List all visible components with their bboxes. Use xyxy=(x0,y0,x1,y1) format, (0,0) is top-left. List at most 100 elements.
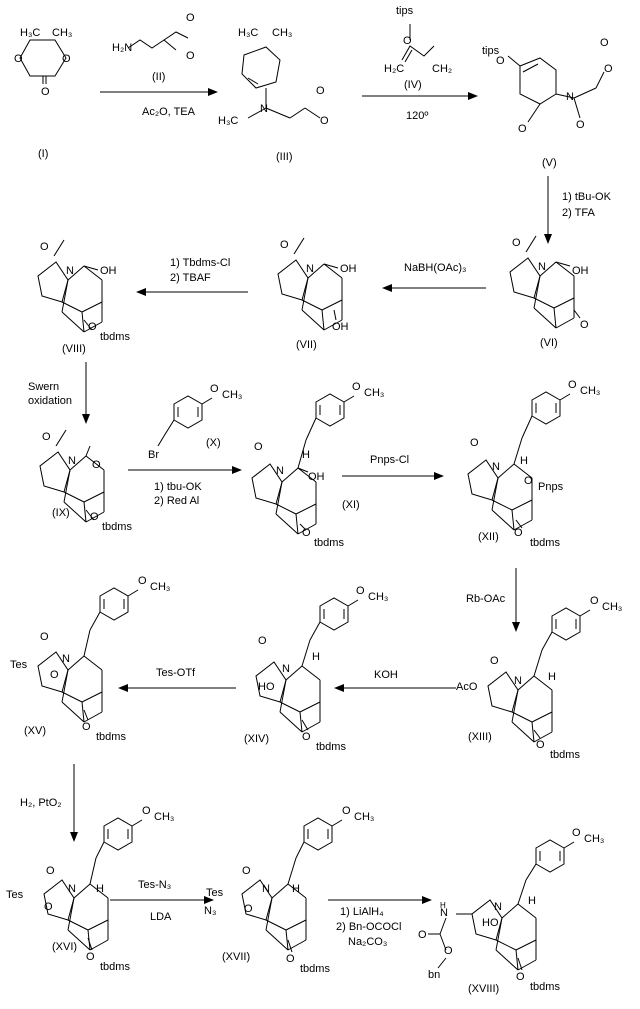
svg-text:tbdms: tbdms xyxy=(550,749,580,761)
reagent-step7-1: 1) tbu-OK xyxy=(154,481,202,493)
svg-text:O: O xyxy=(490,655,499,667)
svg-text:O: O xyxy=(356,585,365,597)
compound-VI: O N OH O (VI) xyxy=(509,235,589,349)
svg-text:Pnps: Pnps xyxy=(538,481,564,493)
svg-text:H: H xyxy=(96,883,104,895)
svg-text:Tes: Tes xyxy=(10,659,28,671)
svg-text:tbdms: tbdms xyxy=(100,961,130,973)
reagent-step14-3: Na₂CO₃ xyxy=(348,936,387,948)
svg-text:N: N xyxy=(538,261,546,273)
svg-text:O: O xyxy=(62,53,71,65)
svg-text:O: O xyxy=(210,383,219,395)
reagent-step5-1: 1) Tbdms-Cl xyxy=(170,257,230,269)
svg-text:O: O xyxy=(496,55,505,67)
svg-text:O: O xyxy=(568,379,577,391)
h3c-label: H₃C xyxy=(20,27,40,39)
svg-text:tbdms: tbdms xyxy=(96,731,126,743)
svg-text:tbdms: tbdms xyxy=(530,981,560,993)
reagent-step5-2: 2) TBAF xyxy=(170,272,211,284)
svg-text:tips: tips xyxy=(482,45,500,57)
svg-text:CH₃: CH₃ xyxy=(580,385,600,397)
compound-label-XVI: (XVI) xyxy=(52,941,77,953)
compound-III: H₃C CH₃ N H₃C O O (III) xyxy=(218,27,329,163)
svg-text:O: O xyxy=(258,635,267,647)
svg-text:tbdms: tbdms xyxy=(100,331,130,343)
svg-text:O: O xyxy=(46,865,55,877)
compound-VIII: O N OH O tbdms (VIII) xyxy=(37,239,130,355)
svg-text:O: O xyxy=(512,237,521,249)
compound-label-XIII: (XIII) xyxy=(468,731,492,743)
compound-XVI: O Tes N H O O CH₃ O tbdms (XVI) xyxy=(6,805,174,973)
svg-text:CH₃: CH₃ xyxy=(602,601,622,613)
compound-label-XVIII: (XVIII) xyxy=(468,983,499,995)
svg-text:HO: HO xyxy=(482,917,499,929)
compound-XVIII: N H N H O O bn HO O CH₃ O tbdms (XVIII) xyxy=(418,827,604,995)
compound-XVII: O Tes N₃ N H O O CH₃ O tbdms (XVII) xyxy=(204,805,374,975)
arrow-2: 120º xyxy=(362,92,478,122)
reagent-step6-1: Swern xyxy=(28,381,59,393)
svg-text:O: O xyxy=(86,951,95,963)
compound-label-II: (II) xyxy=(152,71,165,83)
svg-text:N: N xyxy=(68,883,76,895)
arrow-4: NaBH(OAc)₃ xyxy=(382,262,486,292)
svg-text:O: O xyxy=(580,319,589,331)
svg-text:N: N xyxy=(566,91,574,103)
compound-label-XVII: (XVII) xyxy=(222,951,250,963)
svg-text:H: H xyxy=(312,651,320,663)
reagent-step2: 120º xyxy=(406,110,428,122)
svg-text:OH: OH xyxy=(572,265,589,277)
arrow-10: KOH xyxy=(334,669,456,692)
svg-text:H: H xyxy=(440,901,446,910)
svg-text:N: N xyxy=(440,907,448,919)
svg-text:O: O xyxy=(418,929,427,941)
compound-label-I: (I) xyxy=(38,148,48,160)
svg-text:O: O xyxy=(604,63,613,75)
reagent-step13-1: Tes-N₃ xyxy=(138,879,171,891)
svg-text:O: O xyxy=(316,85,325,97)
svg-text:O: O xyxy=(40,241,49,253)
compound-label-IX: (IX) xyxy=(52,507,70,519)
compound-X: O CH₃ Br (X) xyxy=(148,383,242,461)
svg-text:N: N xyxy=(62,653,70,665)
compound-label-IV: (IV) xyxy=(404,79,422,91)
svg-text:O: O xyxy=(40,631,49,643)
svg-text:tbdms: tbdms xyxy=(530,537,560,549)
compound-II: H₂N O O (II) xyxy=(112,12,195,83)
reagent-step1: Ac₂O, TEA xyxy=(142,106,196,118)
compound-label-VI: (VI) xyxy=(540,337,558,349)
arrow-13: Tes-N₃ LDA xyxy=(110,879,214,923)
svg-text:O: O xyxy=(14,53,23,65)
svg-text:H: H xyxy=(548,671,556,683)
svg-text:H: H xyxy=(520,455,528,467)
reagent-step9: Rb-OAc xyxy=(466,593,506,605)
arrow-11: Tes-OTf xyxy=(118,667,236,692)
svg-text:O: O xyxy=(590,595,599,607)
compound-IX: O N O O tbdms (IX) xyxy=(39,429,132,533)
svg-text:CH₃: CH₃ xyxy=(272,27,292,39)
svg-text:N: N xyxy=(276,465,284,477)
svg-text:O: O xyxy=(572,827,581,839)
svg-text:O: O xyxy=(41,86,50,98)
arrow-7: 1) tbu-OK 2) Red Al xyxy=(128,466,242,507)
reagent-step6-2: oxidation xyxy=(28,395,72,407)
svg-text:tips: tips xyxy=(396,5,414,17)
svg-text:N: N xyxy=(282,663,290,675)
compound-label-III: (III) xyxy=(276,151,293,163)
svg-text:N: N xyxy=(514,675,522,687)
compound-I: H₃C CH₃ O O O (I) xyxy=(14,27,72,160)
svg-text:O: O xyxy=(302,731,311,743)
compound-label-XI: (XI) xyxy=(342,499,360,511)
svg-text:tbdms: tbdms xyxy=(300,963,330,975)
svg-text:O: O xyxy=(352,381,361,393)
svg-text:OH: OH xyxy=(340,263,357,275)
svg-text:N: N xyxy=(262,883,270,895)
svg-text:O: O xyxy=(470,437,479,449)
compound-label-XV: (XV) xyxy=(24,725,46,737)
svg-text:O: O xyxy=(92,459,101,471)
svg-text:O: O xyxy=(518,123,527,135)
svg-text:O: O xyxy=(342,805,351,817)
svg-text:N₃: N₃ xyxy=(204,905,216,917)
svg-text:bn: bn xyxy=(428,969,440,981)
arrow-14: 1) LiAlH₄ 2) Bn-OCOCl Na₂CO₃ xyxy=(328,896,432,948)
